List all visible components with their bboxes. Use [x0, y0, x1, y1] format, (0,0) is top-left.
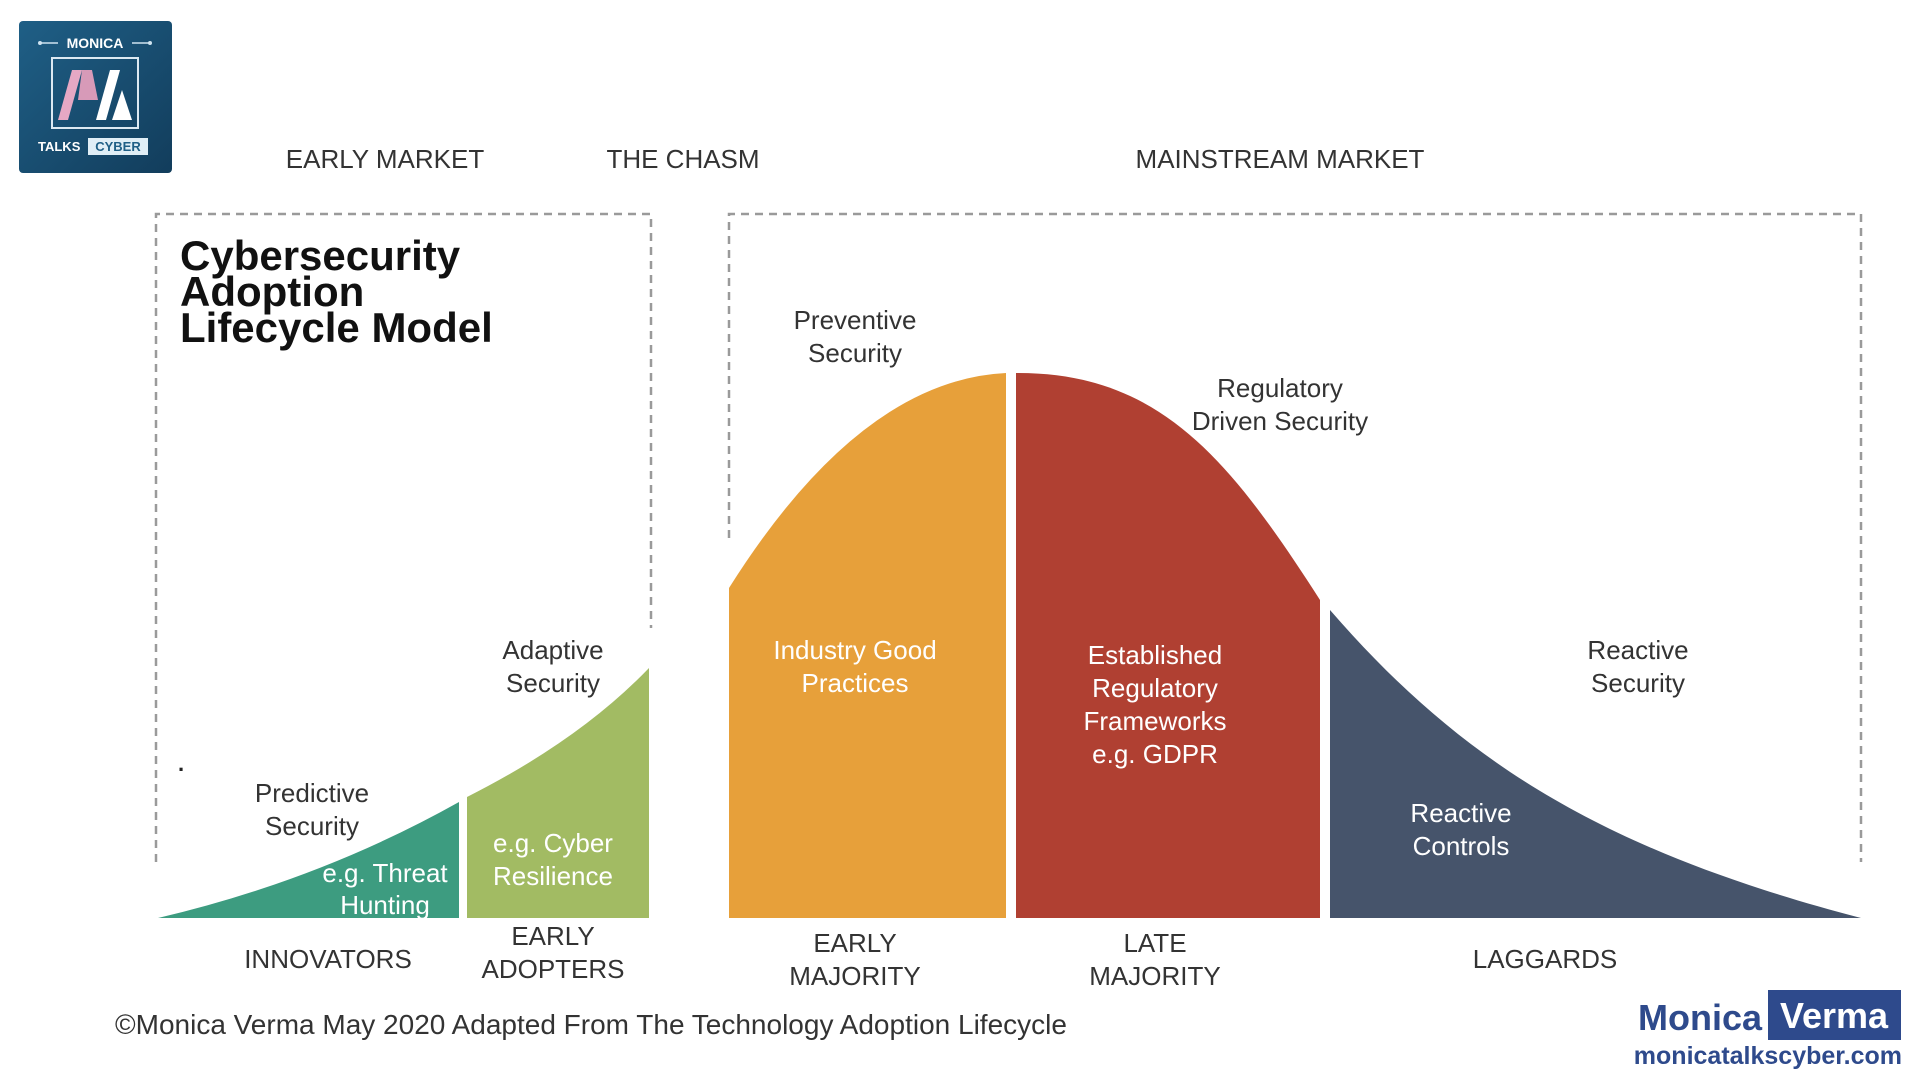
title-line-2: Adoption [180, 268, 364, 315]
late-majority-segment [1016, 372, 1320, 918]
innovators-segment [158, 802, 459, 918]
late-majority-below-2: MAJORITY [1089, 961, 1220, 991]
late-majority-above-1: Regulatory [1217, 373, 1343, 403]
early-adopters-inner-1: e.g. Cyber [493, 828, 613, 858]
early-majority-inner-1: Industry Good [773, 635, 936, 665]
diagram-title: Cybersecurity Adoption Lifecycle Model [180, 232, 493, 351]
early-adopters-above-2: Security [506, 668, 600, 698]
innovators-above-1: Predictive [255, 778, 369, 808]
laggards-inner-1: Reactive [1410, 798, 1511, 828]
early-majority-segment [729, 373, 1006, 918]
early-adopters-segment [467, 668, 649, 918]
late-majority-above-2: Driven Security [1192, 406, 1368, 436]
laggards-above-1: Reactive [1587, 635, 1688, 665]
laggards-above-2: Security [1591, 668, 1685, 698]
brand-last-name: Verma [1780, 995, 1889, 1036]
early-adopters-below-2: ADOPTERS [481, 954, 624, 984]
early-majority-inner-2: Practices [802, 668, 909, 698]
early-market-box [154, 212, 653, 862]
late-majority-inner-3: Frameworks [1083, 706, 1226, 736]
early-adopters-inner-2: Resilience [493, 861, 613, 891]
early-majority-above-1: Preventive [794, 305, 917, 335]
late-majority-inner-4: e.g. GDPR [1092, 739, 1218, 769]
title-line-3: Lifecycle Model [180, 304, 493, 351]
brand-first-name: Monica [1638, 997, 1763, 1038]
early-adopters-above-1: Adaptive [502, 635, 603, 665]
mainstream-market-box [727, 212, 1863, 862]
website-link[interactable]: monicatalkscyber.com [1634, 1042, 1902, 1070]
early-majority-below-1: EARLY [813, 928, 896, 958]
logo-bottom-left: TALKS [38, 139, 81, 154]
early-adopters-below-1: EARLY [511, 921, 594, 951]
laggards-inner-2: Controls [1413, 831, 1510, 861]
early-market-label: EARLY MARKET [286, 144, 485, 174]
stray-dot: . [178, 751, 184, 776]
early-majority-below-2: MAJORITY [789, 961, 920, 991]
copyright-text: ©Monica Verma May 2020 Adapted From The … [115, 1009, 1067, 1040]
innovators-below-1: INNOVATORS [244, 944, 412, 974]
monica-talks-cyber-logo: MONICA TALKS CYBER [19, 21, 172, 173]
innovators-above-2: Security [265, 811, 359, 841]
innovators-inner-1: e.g. Threat [322, 858, 448, 888]
laggards-segment [1330, 610, 1861, 918]
late-majority-inner-1: Established [1088, 640, 1222, 670]
mainstream-market-label: MAINSTREAM MARKET [1136, 144, 1425, 174]
laggards-below-1: LAGGARDS [1473, 944, 1618, 974]
late-majority-inner-2: Regulatory [1092, 673, 1218, 703]
chasm-label: THE CHASM [606, 144, 759, 174]
title-line-1: Cybersecurity [180, 232, 461, 279]
innovators-inner-2: Hunting [340, 890, 430, 920]
late-majority-below-1: LATE [1123, 928, 1186, 958]
early-majority-above-2: Security [808, 338, 902, 368]
monica-verma-brand: Monica Verma monicatalkscyber.com [1634, 990, 1902, 1070]
logo-bottom-right: CYBER [95, 139, 141, 154]
logo-top-text: MONICA [67, 35, 124, 51]
